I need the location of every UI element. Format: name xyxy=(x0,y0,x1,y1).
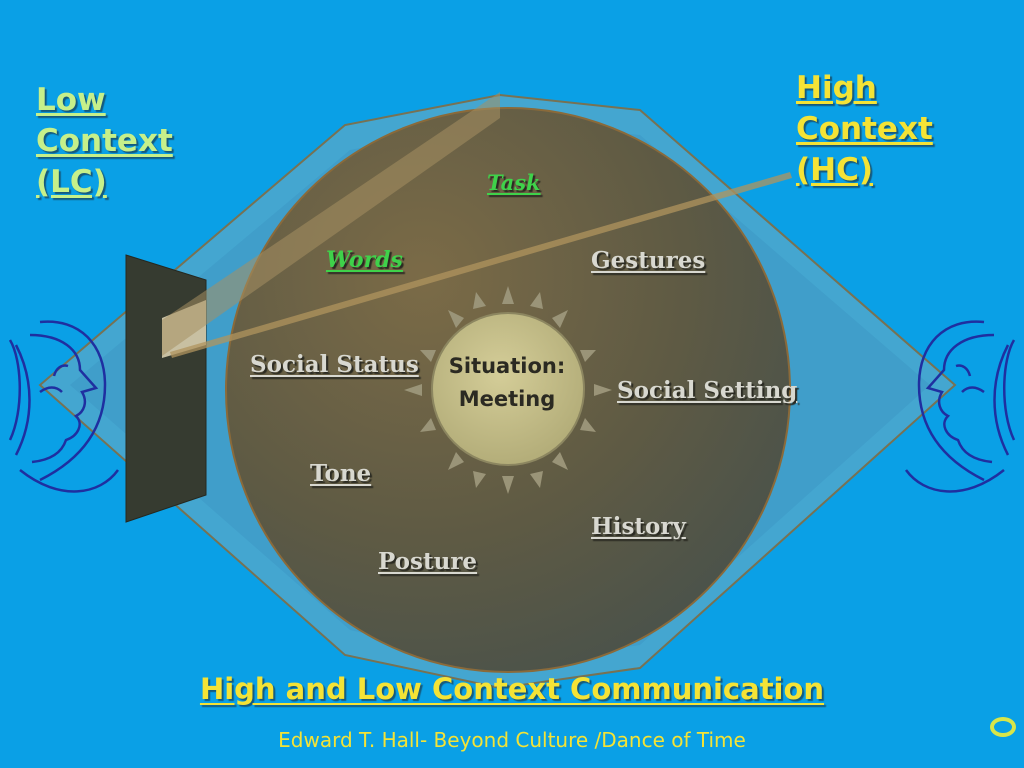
door-panel xyxy=(125,254,207,523)
situation-label: Situation: Meeting xyxy=(433,350,581,416)
low-context-line-2: Context xyxy=(36,123,173,159)
slide-subtitle: Edward T. Hall- Beyond Culture /Dance of… xyxy=(278,728,746,752)
context-word-social-setting: Social Setting xyxy=(617,377,798,404)
light-beam xyxy=(162,92,500,356)
context-word-social-status: Social Status xyxy=(250,351,419,378)
context-word-tone: Tone xyxy=(310,460,372,487)
ring-icon[interactable] xyxy=(990,717,1016,737)
context-word-posture: Posture xyxy=(378,548,478,575)
situation-sun xyxy=(431,312,585,466)
high-context-line-1: High xyxy=(796,70,877,106)
situation-line-2: Meeting xyxy=(458,387,556,411)
high-context-line-3: (HC) xyxy=(796,152,874,188)
face-profile-icon xyxy=(8,320,120,493)
low-context-line-3: (LC) xyxy=(36,164,107,200)
low-context-label: Low Context (LC) xyxy=(36,80,173,203)
light-beam-lower xyxy=(170,172,792,358)
low-context-line-1: Low xyxy=(36,82,106,118)
context-word-task: Task xyxy=(487,170,541,195)
context-word-history: History xyxy=(591,513,686,540)
slide-title: High and Low Context Communication xyxy=(199,672,825,706)
context-word-gestures: Gestures xyxy=(591,247,706,274)
high-context-line-2: Context xyxy=(796,111,933,147)
situation-line-1: Situation: xyxy=(448,354,566,378)
face-profile-icon xyxy=(904,320,1016,493)
high-context-label: High Context (HC) xyxy=(796,68,933,191)
sun-rays xyxy=(404,286,612,494)
context-word-words: Words xyxy=(326,247,403,273)
